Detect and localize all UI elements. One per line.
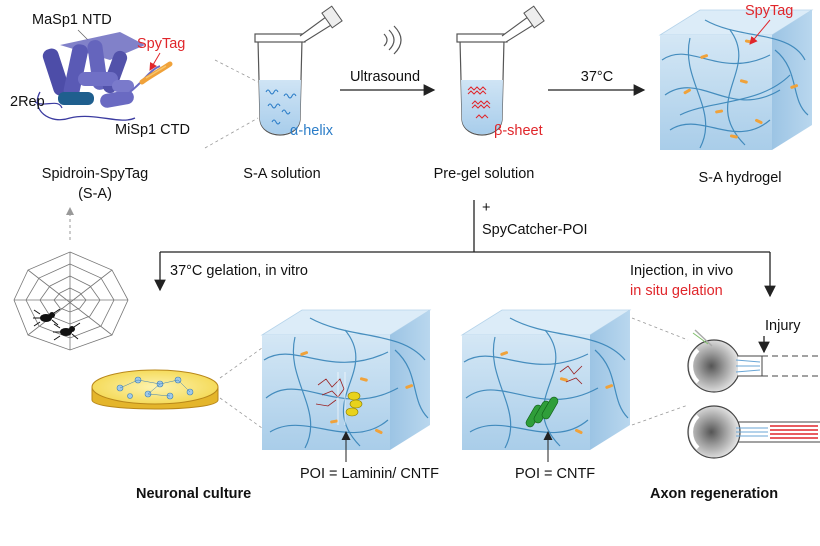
spytag-peptide [139,61,173,85]
spytag-arrow [149,52,161,71]
injury-label: Injury [765,318,801,334]
beta-sheet-zigzags [467,86,491,119]
zoom-line-upper [214,59,259,83]
eye-injury: Injury [687,318,820,393]
ntd-pointer [77,29,89,41]
sa-hydrogel-cube: SpyTag S-A hydrogel [658,3,814,186]
heating-step: 37°C [548,69,646,96]
branch-connector: + SpyCatcher-POI 37°C gelation, in vitro… [154,200,776,299]
hydrogel-caption: S-A hydrogel [698,170,781,186]
plus-sign: + [482,200,490,216]
cntf-helix-bundle [525,396,559,428]
eye-regeneration [687,405,820,459]
ultrasound-step: Ultrasound [340,25,436,96]
spidroin-structure: MaSp1 NTD SpyTag 2Rep MiSp1 CTD Spidroin… [10,12,190,202]
ultrasound-label: Ultrasound [350,69,420,85]
alpha-helix-squiggles [265,89,297,125]
spider-icon [33,308,81,341]
spidroin-caption-1: Spidroin-SpyTag [42,166,148,182]
alpha-helix-label: α-helix [290,123,334,139]
heating-label: 37°C [581,69,613,85]
zoom-line-eye-upper [631,317,689,341]
laminin-molecule [315,378,345,407]
tube1-caption: S-A solution [243,166,320,182]
in-vitro-label: 37°C gelation, in vitro [170,263,308,279]
petri-dish [91,369,219,410]
zoom-line-lower [204,117,259,149]
spidroin-caption-2: (S-A) [78,186,112,202]
tube-sa-solution: α-helix S-A solution [243,5,343,182]
sound-wave-icon [383,25,402,55]
zoom-line-dish-lower [219,397,263,429]
cntf-molecule [345,391,363,417]
cntf-poi-label: POI = CNTF [515,466,595,482]
ctd-label: MiSp1 CTD [115,122,190,138]
spytag-label: SpyTag [137,36,185,52]
axon-regeneration-caption: Axon regeneration [650,486,778,502]
neuronal-culture-caption: Neuronal culture [136,486,251,502]
ntd-label: MaSp1 NTD [32,12,112,28]
hydrogel-spytag-label: SpyTag [745,3,793,19]
rep-label: 2Rep [10,94,45,110]
spycatcher-label: SpyCatcher-POI [482,222,588,238]
in-situ-label: in situ gelation [630,283,723,299]
tube2-caption: Pre-gel solution [434,166,535,182]
hydrogel-spytag-arrow [749,19,771,45]
spider-web-illustration [13,207,129,351]
laminin-poi-label: POI = Laminin/ CNTF [300,466,439,482]
protein-helices [34,32,161,121]
hydrogel-cntf-cube: POI = CNTF [460,309,632,482]
hydrogel-laminin-cube: POI = Laminin/ CNTF [260,309,439,482]
tube-pregel-solution: β-sheet Pre-gel solution [434,5,545,182]
zoom-line-dish-upper [219,347,263,379]
beta-sheet-label: β-sheet [494,123,543,139]
zoom-line-eye-lower [631,404,689,426]
in-vivo-label: Injection, in vivo [630,263,733,279]
fiber-network [661,19,809,149]
